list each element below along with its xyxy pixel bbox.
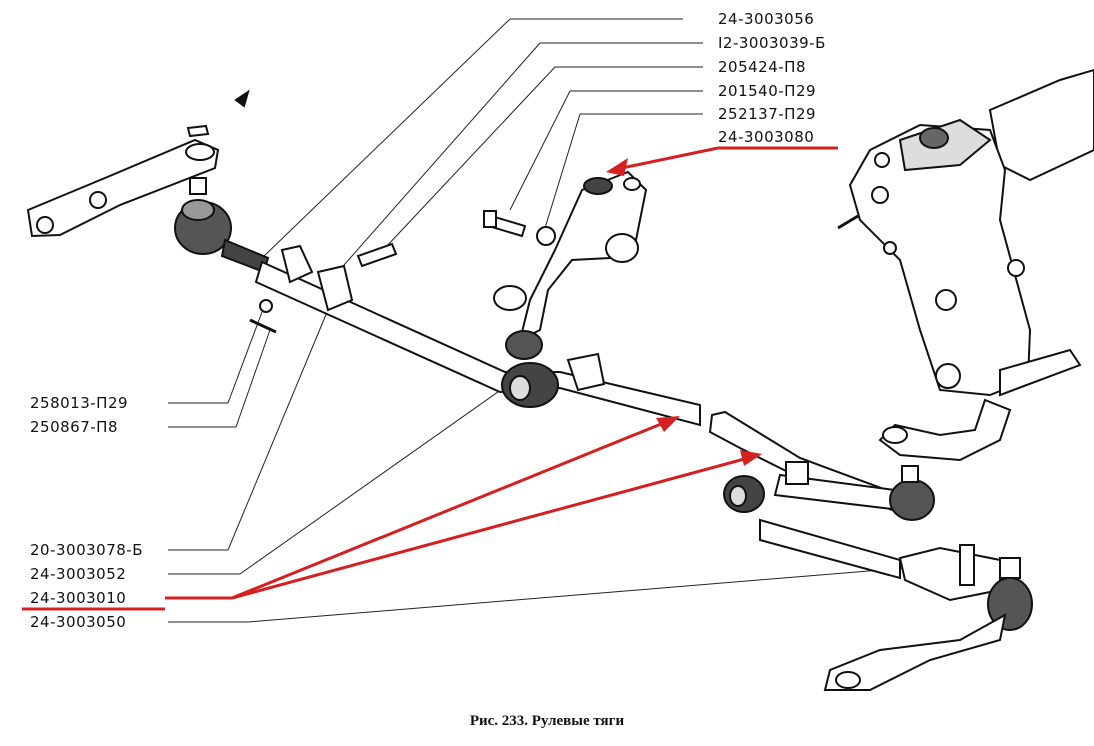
- steering-gear: [837, 68, 1094, 462]
- part-label-24-3003056: 24-3003056: [718, 10, 815, 28]
- part-label-24-3003080: 24-3003080: [718, 128, 815, 146]
- left-tie-rod-end: [174, 177, 270, 274]
- part-label-24-3003052: 24-3003052: [30, 565, 127, 583]
- figure-caption: Рис. 233. Рулевые тяги: [469, 713, 625, 729]
- part-label-12-3003039-b: I2-3003039-Б: [718, 34, 826, 52]
- part-label-252137-p29: 252137-П29: [718, 105, 817, 123]
- idler-arm: [493, 170, 648, 360]
- bolts: [234, 89, 556, 334]
- part-label-258013-p29: 258013-П29: [30, 394, 129, 412]
- part-label-20-3003078-b: 20-3003078-Б: [30, 541, 144, 559]
- right-tie-rod: [708, 410, 1033, 631]
- arrow-to-right-rod: [231, 456, 749, 600]
- part-label-250867-p8: 250867-П8: [30, 418, 118, 436]
- center-link: [254, 244, 701, 427]
- arrow-to-idler-arm: [621, 146, 719, 170]
- highlight-marks: [22, 146, 838, 611]
- steering-arm: [823, 613, 1007, 691]
- part-label-24-3003050: 24-3003050: [30, 613, 127, 631]
- part-label-205424-p8: 205424-П8: [718, 58, 806, 76]
- arrow-to-left-rod: [231, 420, 667, 600]
- arrowheads: [606, 158, 762, 466]
- pitman-arm: [26, 124, 220, 238]
- leader-lines: [168, 18, 906, 623]
- part-label-201540-p29: 201540-П29: [718, 82, 817, 100]
- part-label-24-3003010: 24-3003010: [30, 589, 127, 607]
